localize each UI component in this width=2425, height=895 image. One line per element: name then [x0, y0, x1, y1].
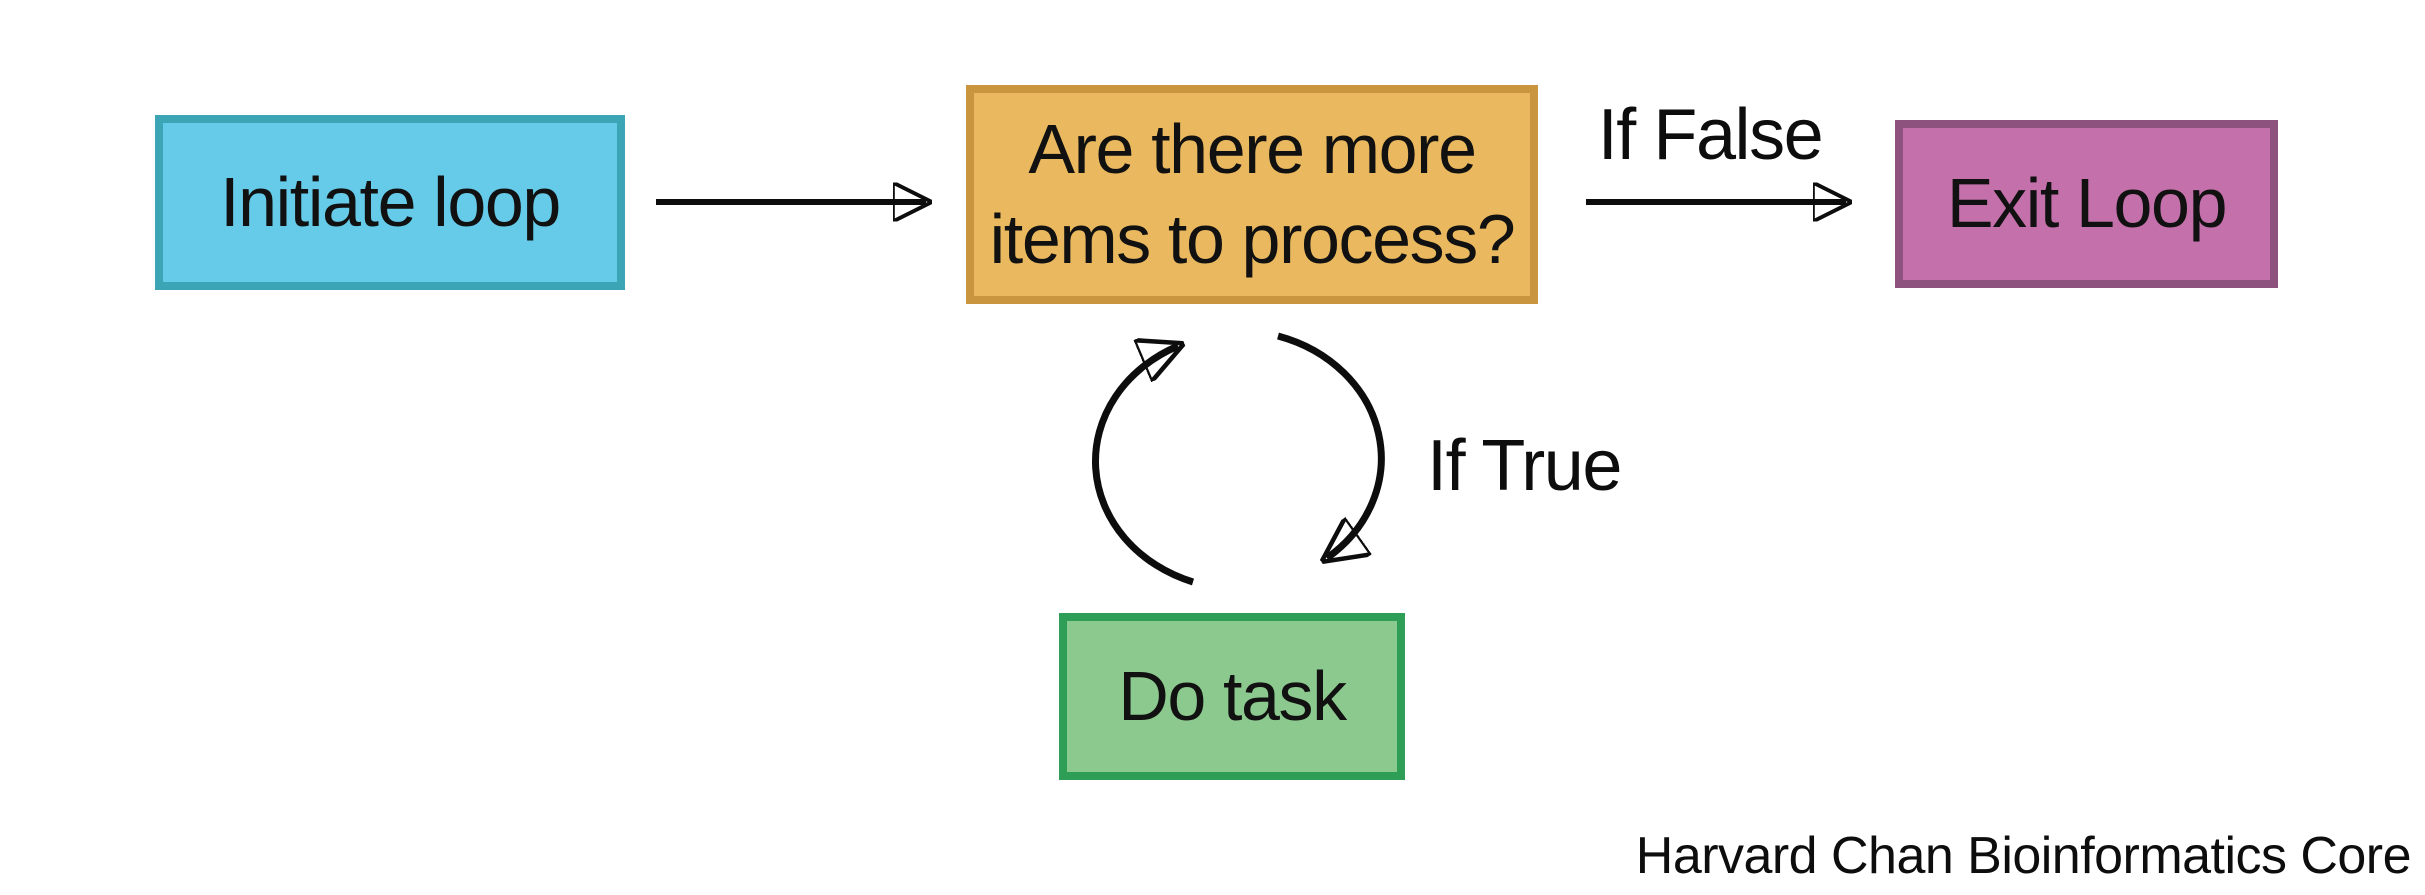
node-exit-loop: Exit Loop [1895, 120, 2278, 288]
edge-label-if-false: If False [1597, 95, 1824, 175]
node-do-task: Do task [1059, 613, 1405, 780]
node-initiate-loop-label: Initiate loop [220, 162, 561, 241]
node-do-task-label: Do task [1118, 656, 1347, 735]
attribution-text: Harvard Chan Bioinformatics Core [1635, 827, 2412, 885]
node-exit-loop-label: Exit Loop [1946, 164, 2228, 243]
cycle-arrow-down [1277, 332, 1385, 558]
cycle-arrow-up [1092, 346, 1195, 586]
node-question: Are there more items to process? [966, 85, 1538, 304]
edge-label-if-true: If True [1427, 426, 1622, 506]
node-initiate-loop: Initiate loop [155, 115, 625, 290]
node-question-label: Are there more items to process? [989, 109, 1516, 278]
